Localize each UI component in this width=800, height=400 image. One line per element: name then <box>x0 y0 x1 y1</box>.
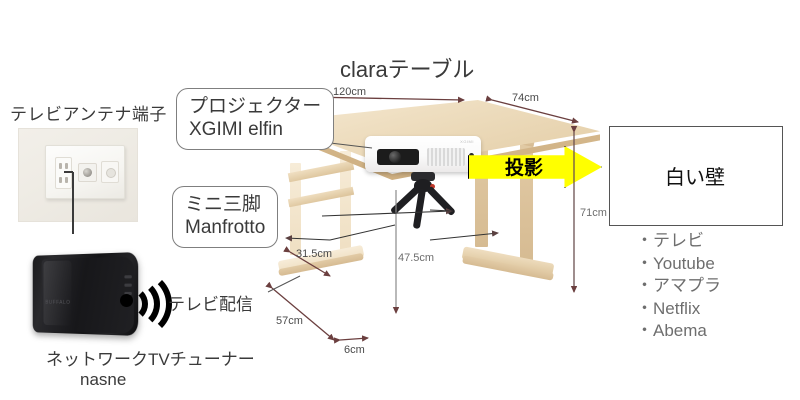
projector-logo: XGIMI <box>460 139 474 144</box>
dim-label-31-5cm: 31.5cm <box>296 248 333 260</box>
white-wall-box <box>609 126 783 226</box>
tv-delivery-label: テレビ配信 <box>168 295 253 314</box>
table-leg-front-right <box>340 151 351 255</box>
callout-tripod-line1: ミニ三脚 <box>185 194 262 215</box>
coax-antenna-jack-icon <box>78 163 97 182</box>
nasne-caption-line1: ネットワークTVチューナー <box>46 350 255 369</box>
page-title: claraテーブル <box>340 57 475 82</box>
callout-projector-line1: プロジェクター <box>189 96 322 117</box>
wifi-signal-icon <box>118 270 176 338</box>
coax-leader-elbow <box>64 171 73 173</box>
list-item: ・アマプラ <box>636 276 721 296</box>
wall-antenna-outlet-photo <box>18 128 138 222</box>
nasne-caption-line2: nasne <box>80 370 127 389</box>
projector-device: XGIMI <box>365 136 481 176</box>
projector-body: XGIMI <box>365 136 481 172</box>
dim-label-6cm: 6cm <box>344 344 365 356</box>
antenna-terminal-label: テレビアンテナ端子 <box>10 105 167 124</box>
projector-vent-grill <box>427 148 465 166</box>
table-leg-front-left <box>290 163 301 255</box>
tripod-head <box>411 172 435 181</box>
white-wall-label: 白い壁 <box>665 166 725 189</box>
callout-tripod: ミニ三脚 Manfrotto <box>172 186 279 249</box>
list-item: ・Youtube <box>636 253 715 273</box>
dim-label-57cm: 57cm <box>276 315 303 327</box>
nasne-brand-text: BUFFALO <box>45 299 71 306</box>
tripod-leg-right <box>425 185 457 217</box>
callout-tripod-line2: Manfrotto <box>185 217 266 239</box>
mini-tripod <box>385 172 463 230</box>
lan-jack-icon <box>101 161 119 183</box>
list-item: ・Netflix <box>636 298 701 318</box>
wall-content-list: ・テレビ ・Youtube ・アマプラ ・Netflix ・Abema <box>636 230 721 343</box>
callout-projector-line2: XGIMI elfin <box>189 119 283 141</box>
list-item: ・テレビ <box>636 231 704 250</box>
callout-projector: プロジェクター XGIMI elfin <box>176 88 335 151</box>
dim-label-74cm: 74cm <box>512 92 539 104</box>
projection-arrow-label: 投影 <box>504 157 543 179</box>
projector-lens <box>377 149 419 165</box>
nasne-gloss-highlight <box>43 260 72 326</box>
power-outlet-icon <box>55 157 72 189</box>
dim-label-71cm: 71cm <box>580 207 607 219</box>
list-item: ・Abema <box>636 321 707 341</box>
dim-label-120cm: 120cm <box>333 86 367 98</box>
coax-leader-line <box>72 172 74 234</box>
wall-plate <box>45 145 125 199</box>
dim-label-47-5cm: 47.5cm <box>398 252 435 264</box>
